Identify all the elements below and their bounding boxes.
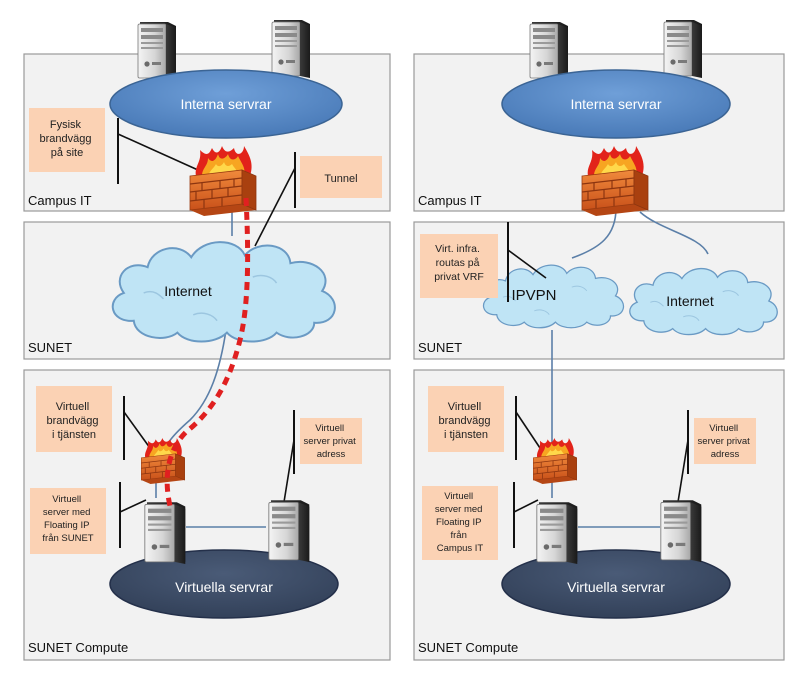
left-campus-zone-label: Campus IT [28, 193, 92, 208]
right-vrf-callout-line-3: privat VRF [434, 271, 484, 283]
left-floating-ip-server-icon [144, 501, 186, 564]
left-internal-server-1-icon [137, 21, 177, 80]
right-internal-servers-label: Interna servrar [570, 96, 661, 112]
left-internet-label: Internet [164, 283, 212, 299]
svg-text:Virtuell brandvägg i t: Virtuell brandvägg i tjänsten [438, 401, 493, 441]
right-virtual-firewall-callout-line-2: brandvägg [438, 415, 490, 427]
left-internal-server-2-icon [271, 19, 311, 78]
right-vrf-callout-line-1: Virt. infra. [435, 243, 480, 255]
right-private-server-callout-line-1: Virtuell [709, 423, 738, 434]
left-internal-servers-label: Interna servrar [180, 96, 271, 112]
left-floating-ip-callout-line-4: från SUNET [42, 533, 93, 544]
right-internal-servers-ellipse [501, 69, 731, 139]
right-vrf-callout [420, 234, 498, 298]
left-firewall-callout-line-2: brandvägg [39, 133, 91, 145]
svg-text:Virtuell server med Fl: Virtuell server med Floating IP från SUN… [42, 494, 93, 544]
right-floating-ip-callout-line-5: Campus IT [437, 543, 484, 554]
right-floating-ip-server-icon [536, 501, 578, 564]
left-virtual-firewall-callout [36, 386, 112, 452]
left-firewall-callout-leader [117, 133, 199, 171]
svg-text:Virt. infra. routas på: Virt. infra. routas på privat VRF [434, 243, 484, 283]
right-campus-zone-label: Campus IT [418, 193, 482, 208]
right-floating-ip-callout-line-2: server med [435, 504, 483, 515]
left-private-server-icon [268, 499, 310, 562]
right-virtual-servers-ellipse [501, 549, 731, 619]
right-floating-ip-callout-line-1: Virtuell [444, 491, 473, 502]
left-sunet-zone-label: SUNET [28, 340, 72, 355]
left-virtual-firewall-callout-line-3: i tjänsten [52, 429, 96, 441]
svg-text:Virtuell server med Fl: Virtuell server med Floating IP från Cam… [435, 491, 485, 554]
right-internet-label: Internet [666, 293, 714, 309]
left-tunnel-callout-leader [254, 167, 296, 247]
left-floating-ip-leader [119, 499, 147, 513]
left-firewall-callout-line-3: på site [51, 147, 83, 159]
left-virtual-firewall-callout-line-1: Virtuell [56, 401, 89, 413]
left-private-server-callout-line-2: server privat [304, 436, 357, 447]
right-floating-ip-callout-line-3: Floating IP [436, 517, 481, 528]
right-private-server-callout-line-3: adress [711, 449, 740, 460]
right-private-server-leader [677, 439, 689, 503]
right-virtual-firewall-callout [428, 386, 504, 452]
right-virtual-firewall-leader [515, 411, 541, 449]
right-floating-ip-leader [513, 499, 539, 513]
right-private-server-callout-line-2: server privat [698, 436, 751, 447]
left-tunnel-line [164, 197, 251, 507]
right-floating-ip-callout-line-4: från [450, 530, 466, 541]
svg-text:Virtuell server privat: Virtuell server privat adress [698, 423, 753, 460]
right-sunet-zone-label: SUNET [418, 340, 462, 355]
left-virtual-servers-ellipse [109, 549, 339, 619]
left-floating-ip-callout-line-1: Virtuell [52, 494, 81, 505]
svg-text:Virtuell server privat: Virtuell server privat adress [304, 423, 359, 460]
right-virtual-firewall-callout-line-3: i tjänsten [444, 429, 488, 441]
left-floating-ip-callout-line-2: server med [43, 507, 91, 518]
left-internal-servers-ellipse [109, 69, 343, 139]
left-private-server-leader [283, 439, 295, 503]
left-compute-zone-label: SUNET Compute [28, 640, 128, 655]
right-compute-zone-label: SUNET Compute [418, 640, 518, 655]
left-private-server-callout [300, 418, 362, 464]
svg-text:Virtuell brandvägg i t: Virtuell brandvägg i tjänsten [46, 401, 101, 441]
left-virtual-firewall-leader [123, 411, 151, 449]
right-virtual-servers-label: Virtuella servrar [567, 579, 665, 595]
left-firewall-callout [29, 108, 105, 172]
right-vrf-callout-line-2: routas på [436, 257, 480, 269]
right-internal-server-1-icon [529, 21, 569, 80]
left-floating-ip-callout [30, 488, 106, 554]
right-private-server-icon [660, 499, 702, 562]
right-ipvpn-label: IPVPN [511, 287, 556, 304]
left-tunnel-callout [300, 156, 382, 198]
left-private-server-callout-line-3: adress [317, 449, 346, 460]
left-virtual-servers-label: Virtuella servrar [175, 579, 273, 595]
right-virtual-firewall-callout-line-1: Virtuell [448, 401, 481, 413]
right-internal-server-2-icon [663, 19, 703, 78]
left-tunnel-callout-label: Tunnel [324, 173, 357, 185]
left-private-server-callout-line-1: Virtuell [315, 423, 344, 434]
left-floating-ip-callout-line-3: Floating IP [44, 520, 89, 531]
right-floating-ip-callout [422, 486, 498, 560]
svg-text:Fysisk brandvägg på si: Fysisk brandvägg på site [39, 119, 94, 159]
right-private-server-callout [694, 418, 756, 464]
left-virtual-firewall-callout-line-2: brandvägg [46, 415, 98, 427]
right-vrf-callout-leader [507, 249, 547, 279]
left-firewall-callout-line-1: Fysisk [50, 119, 82, 131]
